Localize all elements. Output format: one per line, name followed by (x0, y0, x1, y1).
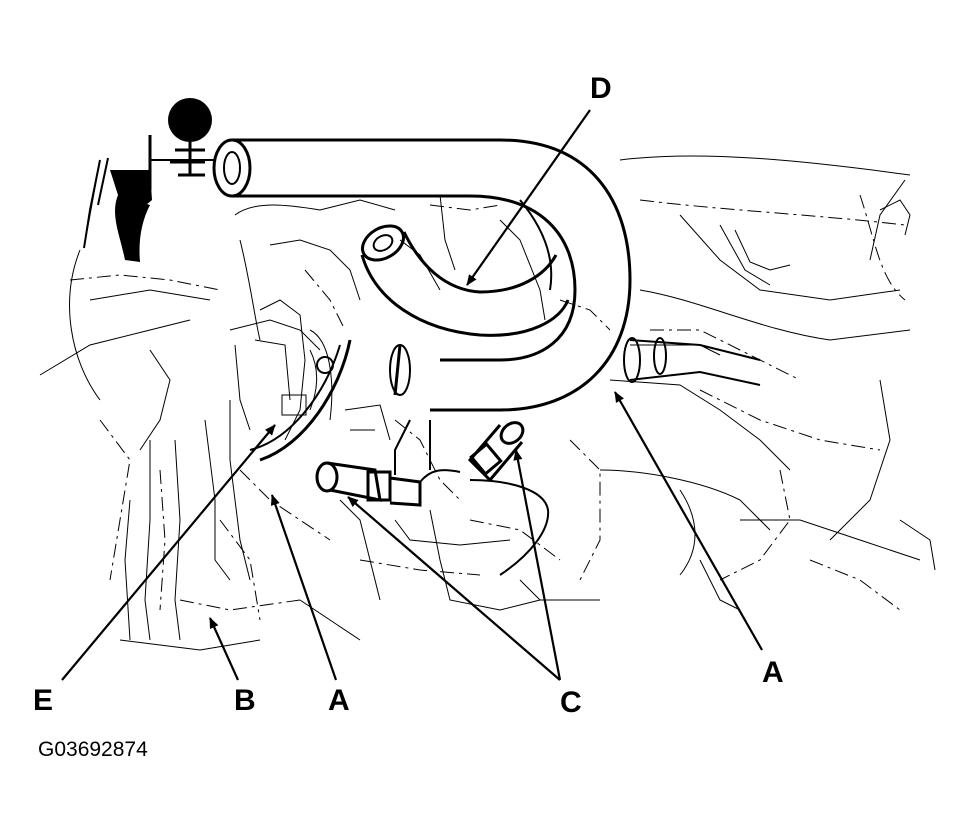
thermostat-housing-ring (249, 339, 352, 462)
vacuum-pump-tool (83, 98, 215, 262)
callout-label-d: D (590, 72, 612, 105)
callout-label-c: C (560, 686, 582, 719)
callout-label-a-left: A (328, 684, 350, 717)
engine-background-linework (39, 155, 936, 651)
callout-label-b: B (234, 684, 256, 717)
coolant-pipe-a (623, 337, 761, 386)
hose-connectors-c (315, 419, 550, 576)
figure-code: G03692874 (38, 738, 148, 761)
callout-label-e: E (33, 684, 53, 717)
coolant-hose-d (212, 138, 632, 412)
callout-label-a-right: A (762, 656, 784, 689)
callout-leader-lines (61, 109, 763, 681)
